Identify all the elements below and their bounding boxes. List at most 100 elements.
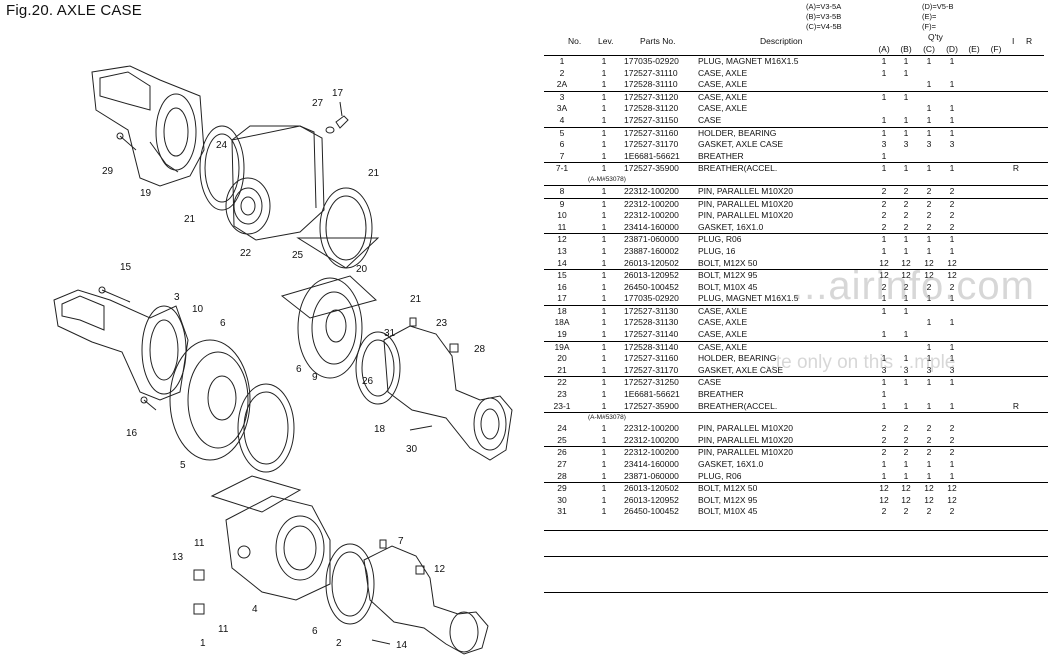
- bolt-17: [335, 101, 349, 129]
- qty-cell: 1: [949, 234, 955, 245]
- part-level: 1: [601, 163, 607, 174]
- part-number: 172527-35900: [624, 400, 679, 411]
- gasket-6-mid: [237, 383, 295, 473]
- qty-cell: 1: [881, 56, 887, 66]
- qty-cell: 12: [901, 494, 911, 505]
- qty-cell: 12: [924, 483, 934, 494]
- part-number: 23871-060000: [624, 470, 679, 481]
- header-qty-d: (D): [946, 44, 958, 54]
- part-number: 23887-160002: [624, 245, 679, 256]
- callout-12: 12: [434, 564, 446, 575]
- part-number: 22312-100200: [624, 423, 679, 434]
- qty-cell: 1: [949, 127, 955, 138]
- part-description: CASE, AXLE: [698, 341, 748, 352]
- qty-cell: 1: [903, 353, 909, 364]
- callout-19: 19: [140, 188, 152, 199]
- callout-6c: 6: [312, 626, 318, 637]
- part-level: 1: [601, 447, 607, 458]
- part-number-ref: 3: [559, 91, 565, 102]
- qty-cell: 2: [926, 434, 932, 445]
- header-qty-e: (E): [968, 44, 980, 54]
- part-number-ref: 20: [557, 353, 567, 364]
- callout-31: 31: [384, 328, 396, 339]
- qty-cell: 3: [926, 364, 932, 375]
- qty-cell: 1: [881, 127, 887, 138]
- table-divider: [544, 556, 1048, 557]
- qty-cell: 12: [879, 257, 889, 268]
- part-number-ref: 6: [559, 139, 565, 150]
- gasket-21-mid: [355, 331, 401, 405]
- qty-cell: 2: [949, 210, 955, 221]
- qty-cell: 3: [926, 139, 932, 150]
- qty-cell: 1: [926, 470, 932, 481]
- part-level: 1: [601, 329, 607, 340]
- part-level: 1: [601, 245, 607, 256]
- part-description: CASE: [698, 377, 722, 388]
- part-number: 172527-31120: [624, 91, 679, 102]
- header-qty: Q'ty: [928, 32, 943, 42]
- part-description: PIN, PARALLEL M10X20: [698, 434, 793, 445]
- qty-cell: 1: [949, 459, 955, 469]
- qty-cell: 1: [949, 400, 955, 411]
- part-number-ref: 19A: [554, 341, 570, 352]
- part-description: PIN, PARALLEL M10X20: [698, 198, 793, 209]
- r-flag: R: [1012, 400, 1020, 411]
- qty-cell: 1: [881, 91, 887, 102]
- qty-cell: 1: [881, 353, 887, 364]
- gasket-27: [325, 126, 335, 134]
- qty-cell: 2: [949, 434, 955, 445]
- callout-22: 22: [240, 248, 252, 259]
- part-description: HOLDER, BEARING: [698, 127, 777, 138]
- part-number-ref: 2A: [556, 79, 568, 90]
- qty-cell: 2: [881, 210, 887, 221]
- part-number-ref: 7: [559, 150, 565, 161]
- part-number: 172527-31250: [624, 377, 679, 388]
- qty-cell: 12: [947, 270, 957, 281]
- model-key-a: (A)=V3-5A: [806, 2, 842, 11]
- qty-cell: 1: [949, 293, 955, 304]
- callout-15: 15: [120, 262, 132, 273]
- qty-cell: 1: [881, 459, 887, 469]
- qty-cell: 1: [881, 305, 887, 316]
- part-number: 26013-120952: [624, 270, 679, 281]
- part-number: 172527-31170: [624, 139, 679, 150]
- part-number-ref: 22: [557, 377, 567, 388]
- part-number-ref: 31: [557, 506, 567, 517]
- qty-cell: 12: [924, 257, 934, 268]
- qty-cell: 12: [947, 494, 957, 505]
- header-i: I: [1012, 36, 1015, 46]
- bolt-14: [371, 639, 391, 645]
- part-number-ref: 7-1: [555, 163, 569, 174]
- qty-cell: 1: [926, 293, 932, 304]
- part-level: 1: [601, 305, 607, 316]
- part-description: PIN, PARALLEL M10X20: [698, 210, 793, 221]
- part-number-ref: 18A: [554, 317, 570, 328]
- part-level: 1: [601, 364, 607, 375]
- qty-cell: 1: [949, 317, 955, 328]
- qty-cell: 12: [924, 270, 934, 281]
- part-level: 1: [601, 79, 607, 90]
- part-description: CASE, AXLE: [698, 317, 748, 328]
- part-description: CASE, AXLE: [698, 305, 748, 316]
- plug-28: [449, 343, 459, 353]
- part-number: 177035-02920: [624, 56, 679, 66]
- watermark: ...airinfo.com: [792, 264, 1035, 308]
- part-description: CASE, AXLE: [698, 103, 748, 114]
- part-description: BREATHER: [698, 150, 744, 161]
- qty-cell: 1: [881, 329, 887, 340]
- callout-10: 10: [192, 304, 204, 315]
- part-number-ref: 15: [557, 270, 567, 281]
- part-number-ref: 9: [559, 198, 565, 209]
- part-number: 23871-060000: [624, 234, 679, 245]
